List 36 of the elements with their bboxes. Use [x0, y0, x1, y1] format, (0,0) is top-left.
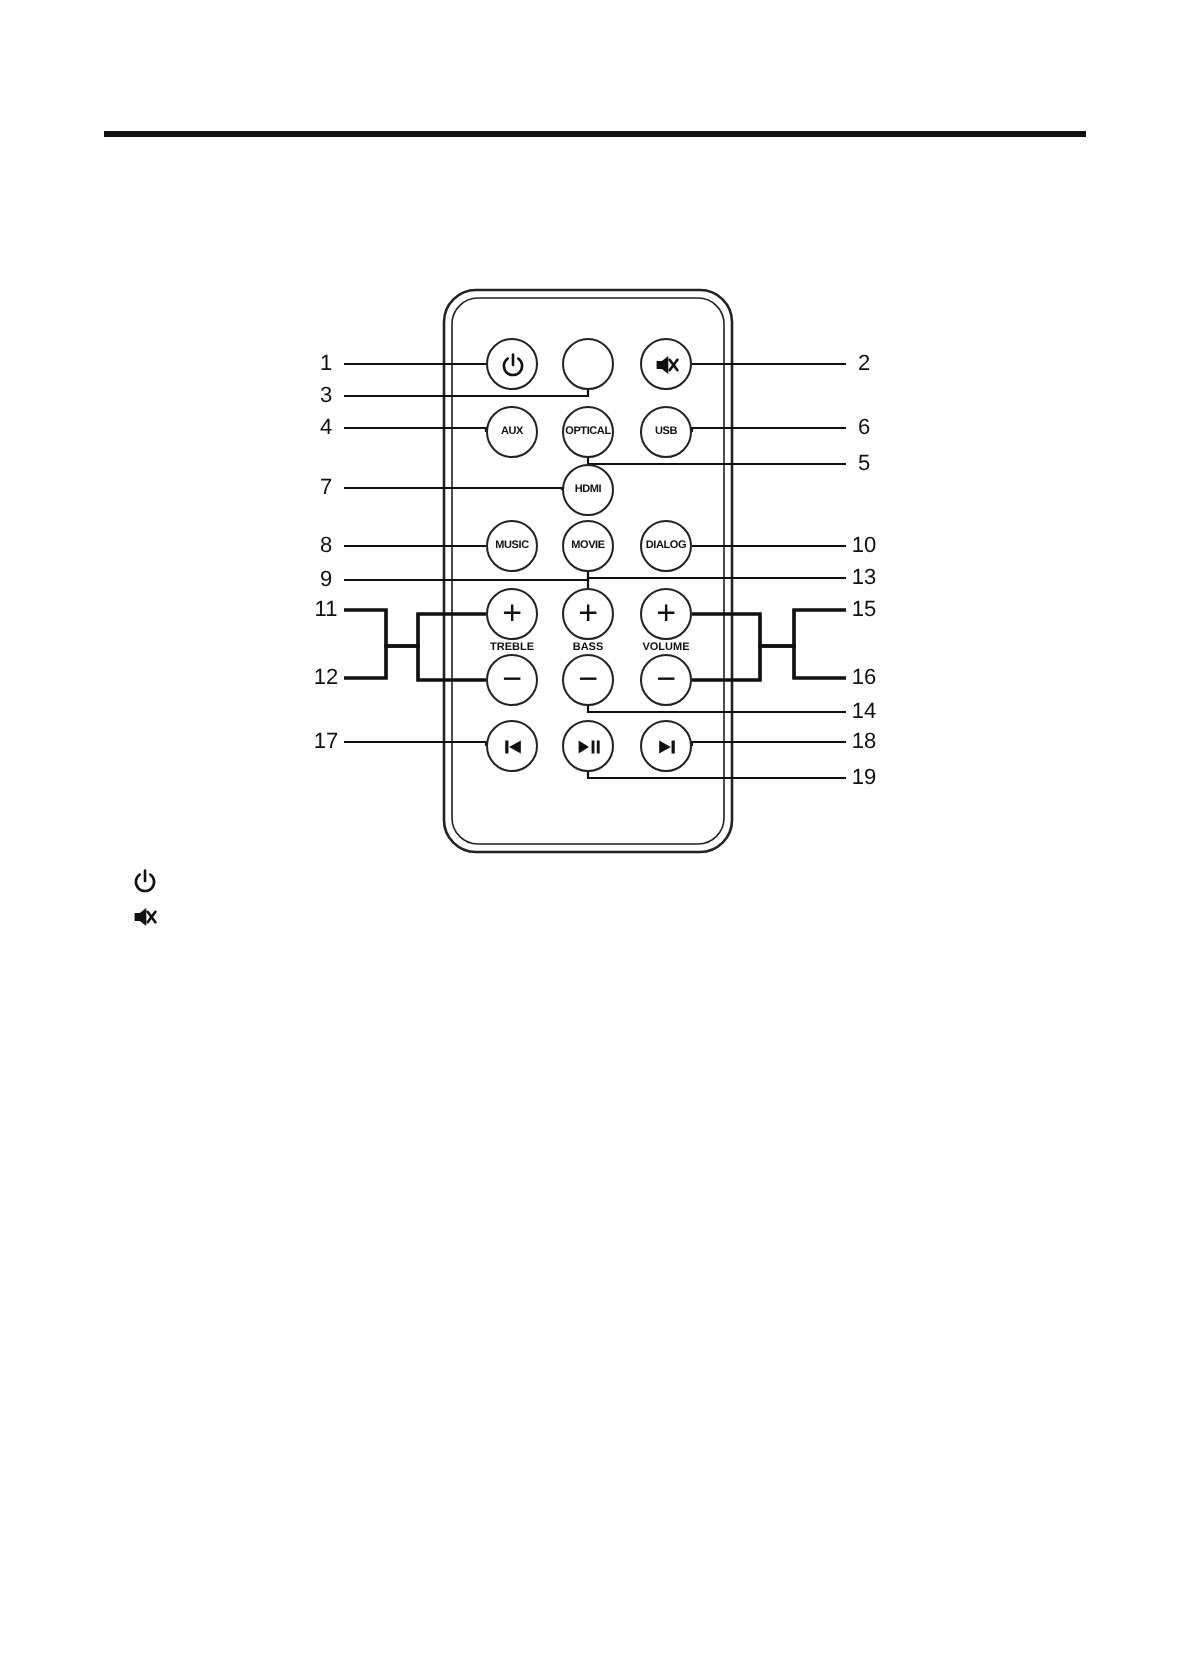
leader-line — [692, 644, 846, 682]
callout-number: 19 — [846, 764, 882, 792]
callout-number: 2 — [846, 350, 882, 378]
callout-number: 10 — [846, 532, 882, 560]
callout-number: 16 — [846, 664, 882, 692]
leader-line — [344, 572, 590, 582]
callout-number: 7 — [308, 474, 344, 502]
leader-line — [344, 362, 486, 366]
callout-number: 8 — [308, 532, 344, 560]
callout-number: 1 — [308, 350, 344, 378]
leader-line — [586, 772, 846, 780]
callout-number: 15 — [846, 596, 882, 624]
callout-number: 4 — [308, 414, 344, 442]
leader-line — [690, 426, 846, 432]
callout-number: 6 — [846, 414, 882, 442]
leader-line — [586, 706, 846, 714]
leader-line — [344, 390, 590, 398]
leader-line — [692, 362, 846, 366]
callout-number: 18 — [846, 728, 882, 756]
leader-line — [344, 544, 486, 548]
leader-line — [586, 458, 846, 466]
callout-number: 14 — [846, 698, 882, 726]
leader-line — [344, 644, 486, 682]
callout-number: 11 — [308, 596, 344, 624]
callout-number: 3 — [308, 382, 344, 410]
callout-number: 13 — [846, 564, 882, 592]
leader-line — [586, 576, 846, 588]
leader-line — [344, 486, 564, 491]
leader-line — [344, 740, 488, 746]
leader-line — [690, 740, 846, 746]
leader-line — [692, 544, 846, 548]
callout-number: 5 — [846, 450, 882, 478]
callout-number: 9 — [308, 566, 344, 594]
leader-line — [344, 426, 488, 432]
callout-number: 17 — [308, 728, 344, 756]
callout-number: 12 — [308, 664, 344, 692]
